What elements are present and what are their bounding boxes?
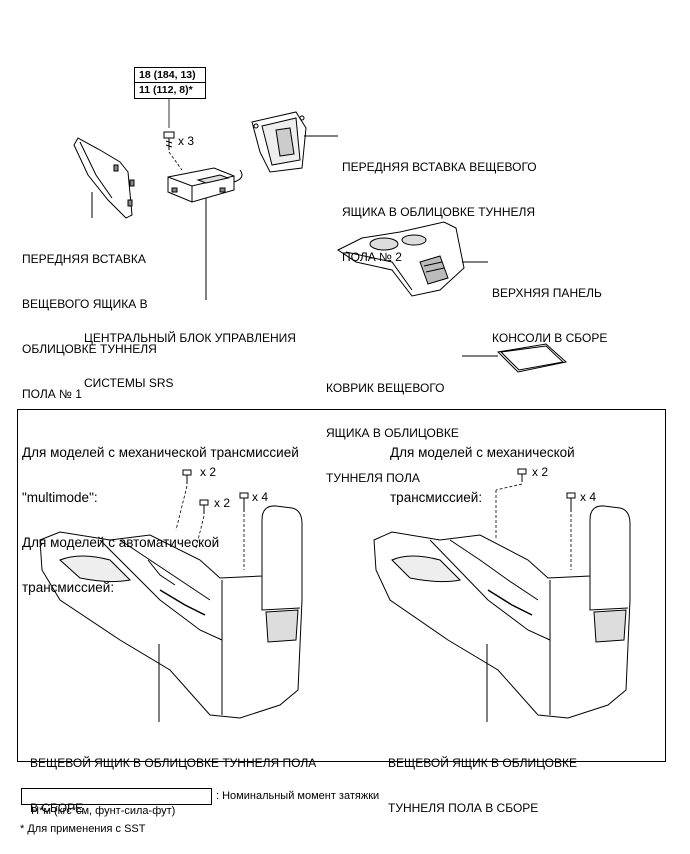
left-bolt-count-mid: x 2 [214,496,231,510]
label-line: ПОЛА № 1 [22,387,82,401]
label-line: ОБЛИЦОВКЕ ТУННЕЛЯ [22,342,157,356]
torque-line-2: 11 (112, 8)* [139,84,193,96]
label-line: ПЕРЕДНЯЯ ВСТАВКА ВЕЩЕВОГО [342,160,537,174]
front-insert-no1-label: ПЕРЕДНЯЯ ВСТАВКА ВЕЩЕВОГО ЯЩИКА В ОБЛИЦО… [22,222,157,417]
right-heading: Для моделей с механической трансмиссией: [390,415,575,520]
label-line: ЯЩИКА В ОБЛИЦОВКЕ ТУННЕЛЯ [342,205,536,219]
bolt-count-label: x 3 [178,134,195,148]
bolt-icon [163,131,175,150]
mat-drawing [496,343,568,373]
label-line: КОВРИК ВЕЩЕВОГО [326,381,445,395]
legend-torque-box: Н*м (кгс*см, фунт-сила-фут) [21,788,212,817]
mat-label: КОВРИК ВЕЩЕВОГО ЯЩИКА В ОБЛИЦОВКЕ ТУННЕЛ… [326,351,459,501]
front-insert-no2-drawing [251,111,307,173]
right-caption: ВЕЩЕВОЙ ЯЩИК В ОБЛИЦОВКЕ ТУННЕЛЯ ПОЛА В … [388,726,577,831]
left-bolt-count-top: x 2 [200,465,217,479]
footnote: * Для применения с SST [20,823,146,835]
right-console-box-drawing [373,468,631,719]
heading-line: Для моделей с механической [390,445,575,460]
caption-line: ВЕЩЕВОЙ ЯЩИК В ОБЛИЦОВКЕ ТУННЕЛЯ ПОЛА [30,756,317,770]
upper-console-panel-drawing [337,221,465,297]
legend-box-text: Н*м (кгс*см, фунт-сила-фут) [31,805,176,817]
caption-line: ТУННЕЛЯ ПОЛА В СБОРЕ [388,801,539,815]
left-bolt-count-right: x 4 [252,490,269,504]
label-line: СИСТЕМЫ SRS [84,376,174,390]
heading-line: "multimode": [22,490,98,505]
heading-line: Для моделей с автоматической [22,535,220,550]
left-heading: Для моделей с механической трансмиссией … [22,415,299,610]
label-line: ПЕРЕДНЯЯ ВСТАВКА [22,252,146,266]
front-insert-no1-drawing [73,137,135,219]
variants-panel [17,409,666,762]
right-bolt-count-right: x 4 [580,490,597,504]
label-line: ВЕРХНЯЯ ПАНЕЛЬ [492,286,602,300]
heading-line: трансмиссией: [22,580,115,595]
heading-line: Для моделей с механической трансмиссией [22,445,299,460]
label-line: ТУННЕЛЯ ПОЛА [326,471,420,485]
srs-unit-drawing [167,167,243,203]
label-line: ЯЩИКА В ОБЛИЦОВКЕ [326,426,459,440]
label-line: ЦЕНТРАЛЬНЫЙ БЛОК УПРАВЛЕНИЯ [84,331,296,345]
label-line: ПОЛА № 2 [342,250,402,264]
heading-line: трансмиссией: [390,490,483,505]
legend-description: : Номинальный момент затяжки [216,790,380,802]
front-insert-no2-label: ПЕРЕДНЯЯ ВСТАВКА ВЕЩЕВОГО ЯЩИКА В ОБЛИЦО… [342,130,537,280]
left-console-box-drawing [39,469,303,719]
label-line: КОНСОЛИ В СБОРЕ [492,331,608,345]
torque-line-1: 18 (184, 13) [135,68,205,83]
right-bolt-count-top: x 2 [532,465,549,479]
label-line: ВЕЩЕВОГО ЯЩИКА В [22,297,148,311]
caption-line: ВЕЩЕВОЙ ЯЩИК В ОБЛИЦОВКЕ [388,756,578,770]
torque-spec-box: 18 (184, 13) 11 (112, 8)* [134,67,206,99]
upper-panel-label: ВЕРХНЯЯ ПАНЕЛЬ КОНСОЛИ В СБОРЕ [492,256,607,361]
srs-unit-label: ЦЕНТРАЛЬНЫЙ БЛОК УПРАВЛЕНИЯ СИСТЕМЫ SRS [84,301,296,406]
